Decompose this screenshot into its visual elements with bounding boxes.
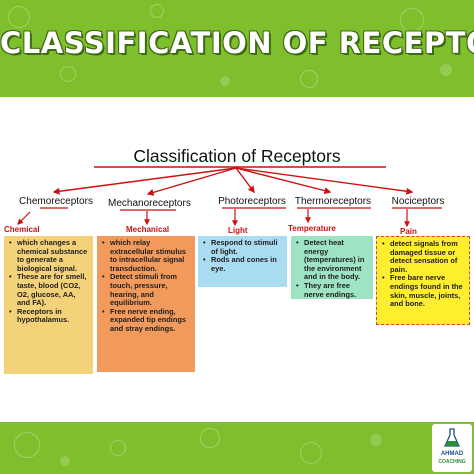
bullet-point: Rods and cones in eye. (202, 255, 284, 273)
bullet-point: which changes a chemical substance to ge… (8, 238, 90, 273)
receptor-name-photoreceptors: Photoreceptors (218, 196, 286, 207)
stimulus-mechanical: Mechanical (126, 225, 170, 234)
flask-icon (444, 428, 460, 447)
diagram-heading: Classification of Receptors (133, 146, 341, 166)
arrow-to-photoreceptors (235, 167, 255, 194)
bottom-banner (0, 422, 474, 474)
chemoreceptors-box: which changes a chemical substance to ge… (4, 236, 93, 374)
cell-doodle-icon (14, 432, 40, 458)
brand-logo: AHMAD COACHING (432, 424, 472, 472)
logo-name: AHMAD (440, 451, 464, 457)
arrow-to-thermoreceptors (235, 167, 332, 195)
bullet-point: Free nerve ending, expanded tip endings … (101, 307, 192, 334)
receptor-name-mechanoreceptors: Mechanoreceptors (108, 198, 191, 209)
cell-doodle-icon (60, 66, 76, 82)
mechanoreceptors-box: which relay extracellular stimulus to in… (97, 236, 195, 372)
dot-doodle-icon (370, 434, 382, 446)
receptor-name-chemoreceptors: Chemoreceptors (19, 196, 93, 207)
bullet-point: Detect heat energy (temperatures) in the… (295, 238, 370, 282)
bullet-point: Respond to stimuli of light. (202, 238, 284, 256)
cell-doodle-icon (150, 4, 164, 18)
arrow-to-chemoreceptors (52, 167, 237, 195)
top-banner: CLASSIFICATION OF RECEPTORS (0, 0, 474, 97)
receptor-name-nociceptors: Nociceptors (391, 196, 445, 207)
bullet-point: These are for smell, taste, blood (CO2, … (8, 273, 90, 307)
dot-doodle-icon (60, 456, 70, 466)
bullet-point: which relay extracellular stimulus to in… (101, 238, 192, 273)
nociceptors-box: detect signals from damaged tissue or de… (376, 236, 470, 325)
bullet-point: Detect stimuli from touch, pressure, hea… (101, 273, 192, 307)
cell-doodle-icon (8, 6, 30, 28)
stimulus-temperature: Temperature (288, 224, 336, 233)
bullet-point: detect signals from damaged tissue or de… (381, 239, 466, 274)
bullet-point: Free bare nerve endings found in the ski… (381, 274, 466, 308)
bullet-point: Receptors in hypothalamus. (8, 307, 90, 325)
cell-doodle-icon (300, 442, 322, 464)
arrow-to-chemical (17, 211, 31, 225)
stimulus-chemical: Chemical (4, 225, 40, 234)
thermoreceptors-box: Detect heat energy (temperatures) in the… (291, 236, 373, 299)
cell-doodle-icon (300, 70, 318, 88)
arrow-to-mechanoreceptors (146, 167, 237, 196)
bullet-point: They are free nerve endings. (295, 281, 370, 299)
banner-title: CLASSIFICATION OF RECEPTORS (0, 26, 474, 60)
dot-doodle-icon (220, 76, 230, 86)
cell-doodle-icon (400, 8, 424, 32)
logo-subtitle: COACHING (438, 459, 466, 465)
receptor-name-thermoreceptors: Thermoreceptors (294, 196, 372, 207)
dot-doodle-icon (440, 64, 452, 76)
stimulus-light: Light (228, 226, 248, 235)
arrow-to-nociceptors (235, 167, 414, 195)
cell-doodle-icon (110, 440, 126, 456)
cell-doodle-icon (200, 428, 220, 448)
stimulus-pain: Pain (400, 227, 417, 236)
photoreceptors-box: Respond to stimuli of light. Rods and co… (198, 236, 287, 287)
